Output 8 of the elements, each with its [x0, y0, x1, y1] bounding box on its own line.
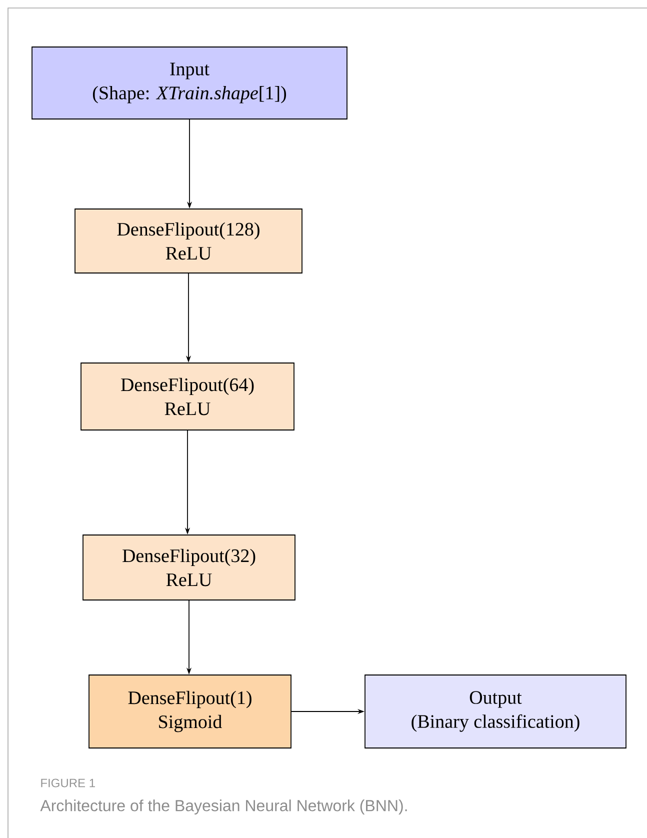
layer-box: Input (Shape: XTrain.shape[1])	[32, 46, 348, 120]
layer-box: DenseFlipout(32) ReLU	[82, 534, 296, 600]
layer-box: DenseFlipout(128) ReLU	[74, 208, 302, 274]
layer-box: DenseFlipout(64) ReLU	[80, 362, 294, 430]
figure-number: FIGURE 1	[41, 778, 95, 788]
figure-caption: Architecture of the Bayesian Neural Network (BNN).	[40, 800, 407, 814]
layer-box: Output (Binary classification)	[364, 674, 626, 748]
layer-box: DenseFlipout(1) Sigmoid	[88, 674, 292, 748]
